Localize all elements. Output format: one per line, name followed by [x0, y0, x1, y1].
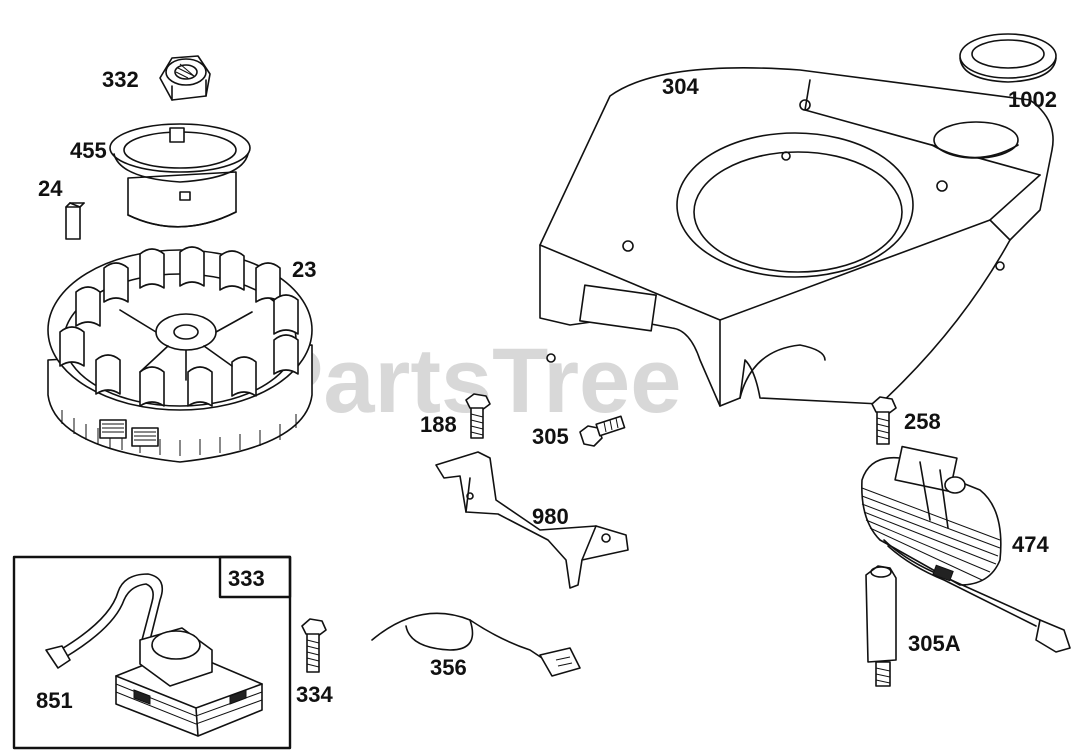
inset-box-title: 333	[228, 566, 265, 591]
label-305: 305	[532, 424, 569, 449]
part-304-blower-housing[interactable]	[539, 67, 1054, 407]
part-851-armature[interactable]	[45, 573, 263, 737]
part-188-screw[interactable]	[465, 393, 491, 439]
part-455-starter-cup[interactable]	[109, 123, 251, 228]
part-474-ignition-module[interactable]	[861, 445, 1071, 653]
part-334-screw[interactable]	[301, 618, 327, 673]
part-332-hex-nut[interactable]	[159, 55, 211, 101]
part-980-bracket[interactable]	[435, 451, 629, 589]
label-980: 980	[532, 504, 569, 529]
label-188: 188	[420, 412, 457, 437]
label-1002: 1002	[1008, 87, 1057, 112]
label-305A: 305A	[908, 631, 961, 656]
part-23-flywheel[interactable]	[47, 246, 313, 463]
label-356: 356	[430, 655, 467, 680]
label-304: 304	[662, 74, 699, 99]
label-258: 258	[904, 409, 941, 434]
label-455: 455	[70, 138, 107, 163]
label-851: 851	[36, 688, 73, 713]
part-305-screw[interactable]	[579, 415, 626, 447]
part-24-key[interactable]	[65, 202, 85, 240]
label-334: 334	[296, 682, 333, 707]
label-474: 474	[1012, 532, 1049, 557]
part-1002-grommet[interactable]	[959, 33, 1057, 83]
part-305A-standoff[interactable]	[865, 565, 897, 687]
inset-box-333: 333	[12, 555, 292, 750]
label-24: 24	[38, 176, 63, 201]
part-258-screw[interactable]	[871, 396, 897, 445]
label-332: 332	[102, 67, 139, 92]
part-356-ground-wire[interactable]	[371, 612, 581, 677]
label-23: 23	[292, 257, 316, 282]
